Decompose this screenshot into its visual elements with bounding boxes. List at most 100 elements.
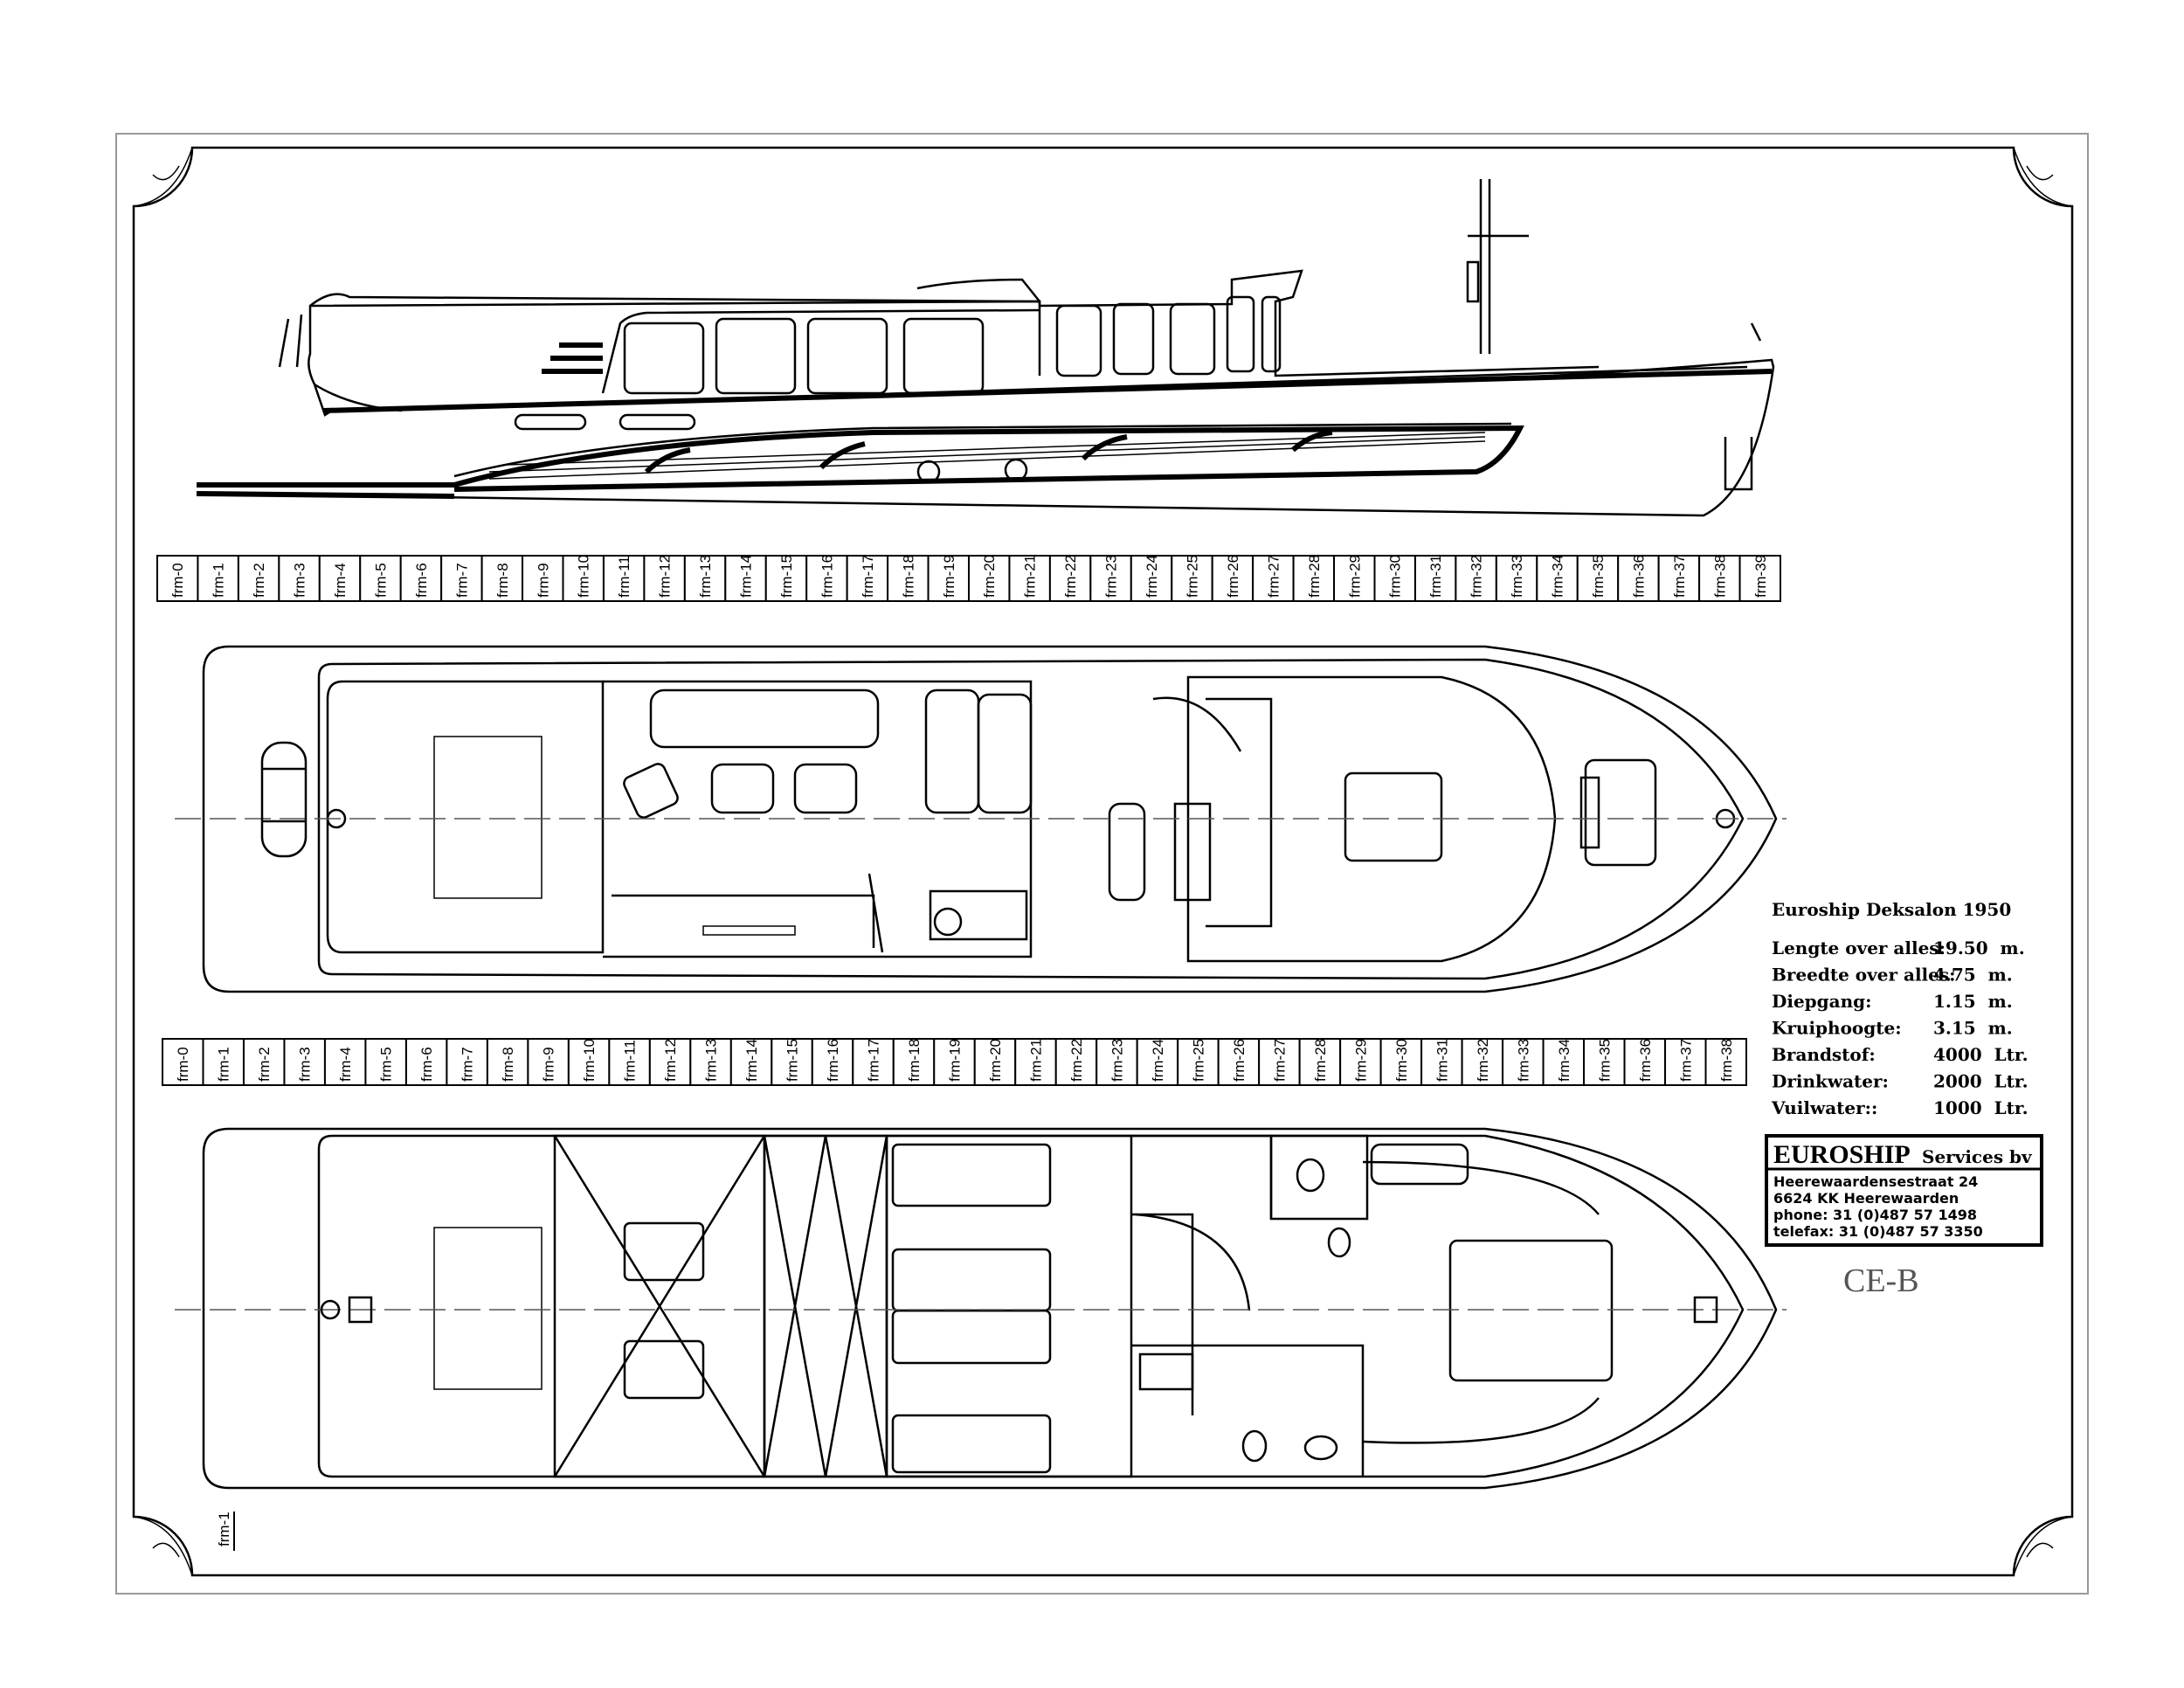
frame-label: frm-35 xyxy=(1590,555,1607,598)
frame-cell: frm-2 xyxy=(242,1038,286,1086)
frame-cell: frm-38 xyxy=(1698,555,1741,602)
frame-label: frm-13 xyxy=(703,1039,720,1082)
spec-row: Lengte over alles:19.50 m. xyxy=(1772,937,2025,958)
frame-cell: frm-5 xyxy=(359,555,402,602)
frame-label: frm-22 xyxy=(1062,555,1079,598)
frame-label: frm-18 xyxy=(906,1039,923,1082)
frame-label: frm-3 xyxy=(292,563,308,598)
frame-cell: frm-19 xyxy=(927,555,971,602)
frame-cell: frm-33 xyxy=(1495,555,1538,602)
frame-cell: frm-17 xyxy=(846,555,889,602)
side-elevation xyxy=(196,179,1775,517)
frame-cell: frm-32 xyxy=(1461,1038,1504,1086)
frame-label: frm-18 xyxy=(900,555,916,598)
spec-label: Vuilwater:: xyxy=(1771,1097,1877,1118)
frame-label: frm-12 xyxy=(662,1039,679,1082)
frame-cell: frm-18 xyxy=(892,1038,936,1086)
spec-value: 3.15 m. xyxy=(1933,1018,2013,1039)
frame-cell: frm-4 xyxy=(318,555,362,602)
frame-label: frm-10 xyxy=(576,555,592,598)
engine-room xyxy=(553,1134,888,1478)
frame-label: frm-8 xyxy=(494,563,511,598)
frame-cell: frm-29 xyxy=(1339,1038,1382,1086)
frame-label: frm-11 xyxy=(622,1040,639,1082)
spec-value: 4000 Ltr. xyxy=(1933,1044,2028,1065)
frame-cell: frm-23 xyxy=(1089,555,1132,602)
frame-label: frm-33 xyxy=(1515,1039,1531,1082)
spec-value: 1.15 m. xyxy=(1933,991,2013,1012)
frame-label: frm-20 xyxy=(987,1039,1004,1082)
frame-cell: frm-27 xyxy=(1252,555,1295,602)
frame-cell: frm-37 xyxy=(1664,1038,1707,1086)
frame-cell: frm-21 xyxy=(1008,555,1051,602)
frame-cell: frm-20 xyxy=(973,1038,1017,1086)
frame-label: frm-23 xyxy=(1109,1039,1125,1082)
frame-label: frm-9 xyxy=(541,1047,557,1082)
address-line-2: 6624 KK Heerewaarden xyxy=(1773,1190,1959,1207)
frame-label: frm-2 xyxy=(251,563,267,598)
frame-label: frm-10 xyxy=(581,1039,598,1082)
frame-cell: frm-32 xyxy=(1455,555,1497,602)
frame-label: frm-17 xyxy=(866,1039,882,1082)
frame-label: frm-16 xyxy=(819,555,835,598)
spec-label: Brandstof: xyxy=(1772,1044,1876,1065)
ce-class-label: CE-B xyxy=(1843,1263,1919,1299)
frame-cell: frm-37 xyxy=(1657,555,1701,602)
frame-label: frm-14 xyxy=(738,555,755,598)
frame-cell: frm-34 xyxy=(1536,555,1579,602)
frame-label: frm-27 xyxy=(1265,555,1282,598)
spec-row: Breedte over alles:4.75 m. xyxy=(1772,965,2013,986)
frame-cell: frm-3 xyxy=(283,1038,326,1086)
frame-label: frm-15 xyxy=(784,1039,801,1082)
frame-cell: frm-16 xyxy=(811,1038,854,1086)
address-line-3: phone: 31 (0)487 57 1498 xyxy=(1773,1207,1977,1223)
frame-label: frm-25 xyxy=(1190,1039,1206,1082)
frame-cell: frm-15 xyxy=(764,555,808,602)
frame-cell: frm-18 xyxy=(887,555,930,602)
frame-cell: frm-25 xyxy=(1177,1038,1220,1086)
spec-value: 4.75 m. xyxy=(1933,965,2013,986)
frame-label: frm-13 xyxy=(697,555,714,598)
frame-cell: frm-22 xyxy=(1048,555,1092,602)
frame-label: frm-4 xyxy=(337,1047,354,1082)
address-line-1: Heerewaardensestraat 24 xyxy=(1773,1173,1978,1190)
frame-cell: frm-28 xyxy=(1292,555,1336,602)
frame-label: frm-0 xyxy=(169,563,186,598)
frame-cell: frm-25 xyxy=(1171,555,1213,602)
frame-cell: frm-1 xyxy=(202,1038,245,1086)
company-box: EUROSHIP Services bv Heerewaardensestraa… xyxy=(1765,1134,2043,1247)
spec-row: Kruiphoogte:3.15 m. xyxy=(1772,1018,2013,1039)
frame-cell: frm-1 xyxy=(197,555,239,602)
frame-label: frm-6 xyxy=(418,1047,435,1082)
spec-value: 2000 Ltr. xyxy=(1933,1071,2028,1092)
frame-label: frm-5 xyxy=(372,563,389,598)
specifications: Euroship Deksalon 1950 Lengte over alles… xyxy=(1771,899,2028,1118)
frame-label: frm-2 xyxy=(256,1047,273,1082)
frame-cell: frm-2 xyxy=(237,555,280,602)
frame-label: frm-36 xyxy=(1637,1039,1654,1082)
frame-cell: frm-38 xyxy=(1704,1038,1747,1086)
frame-cell: frm-7 xyxy=(446,1038,488,1086)
frame-cell: frm-31 xyxy=(1413,555,1457,602)
cabins xyxy=(885,1134,1614,1478)
frame-cell: frm-16 xyxy=(805,555,848,602)
frame-cell: frm-36 xyxy=(1617,555,1660,602)
frame-label: frm-7 xyxy=(460,1047,476,1082)
company-name: EUROSHIP xyxy=(1773,1140,1911,1169)
frame-label: frm-29 xyxy=(1352,1039,1369,1082)
salon-windows xyxy=(623,295,1282,395)
svg-text:frm-1: frm-1 xyxy=(216,1512,232,1546)
frame-label: frm-29 xyxy=(1346,555,1363,598)
frame-label: frm-31 xyxy=(1427,555,1444,598)
frame-label: frm-30 xyxy=(1393,1039,1410,1082)
spec-row: Drinkwater: 2000 Ltr. xyxy=(1772,1071,2028,1092)
company-suffix: Services bv xyxy=(1922,1146,2033,1167)
frame-cell: frm-14 xyxy=(724,555,767,602)
frame-cell: frm-28 xyxy=(1298,1038,1342,1086)
address-line-4: telefax: 31 (0)487 57 3350 xyxy=(1773,1223,1983,1240)
frame-cell: frm-14 xyxy=(729,1038,773,1086)
frame-label: frm-28 xyxy=(1312,1039,1329,1082)
spec-label: Drinkwater: xyxy=(1772,1071,1889,1092)
